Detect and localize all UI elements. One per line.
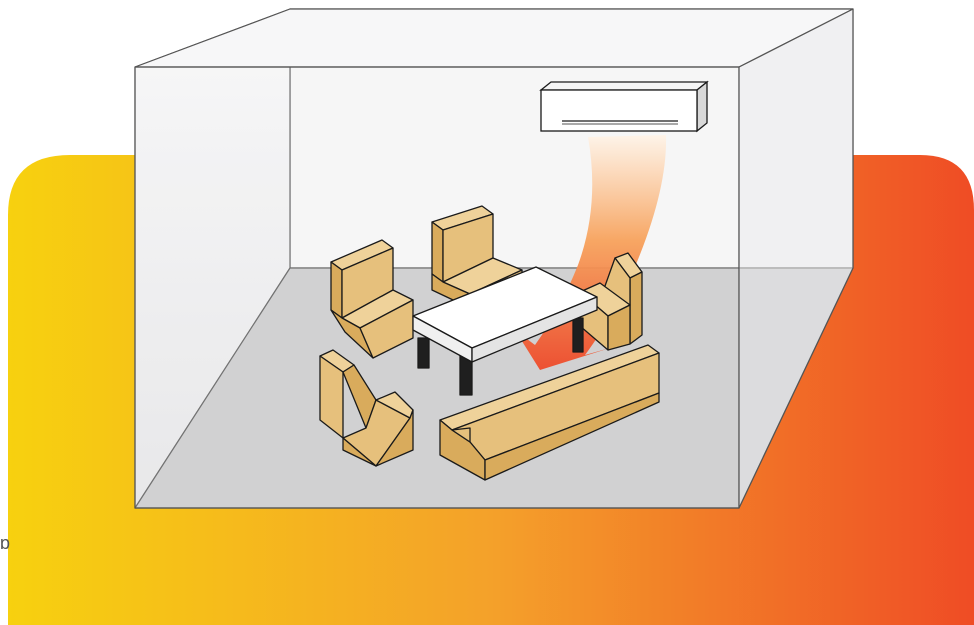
ceiling bbox=[135, 9, 853, 67]
air-conditioner-icon bbox=[541, 82, 707, 131]
stray-glyph: ɒ bbox=[0, 533, 10, 553]
